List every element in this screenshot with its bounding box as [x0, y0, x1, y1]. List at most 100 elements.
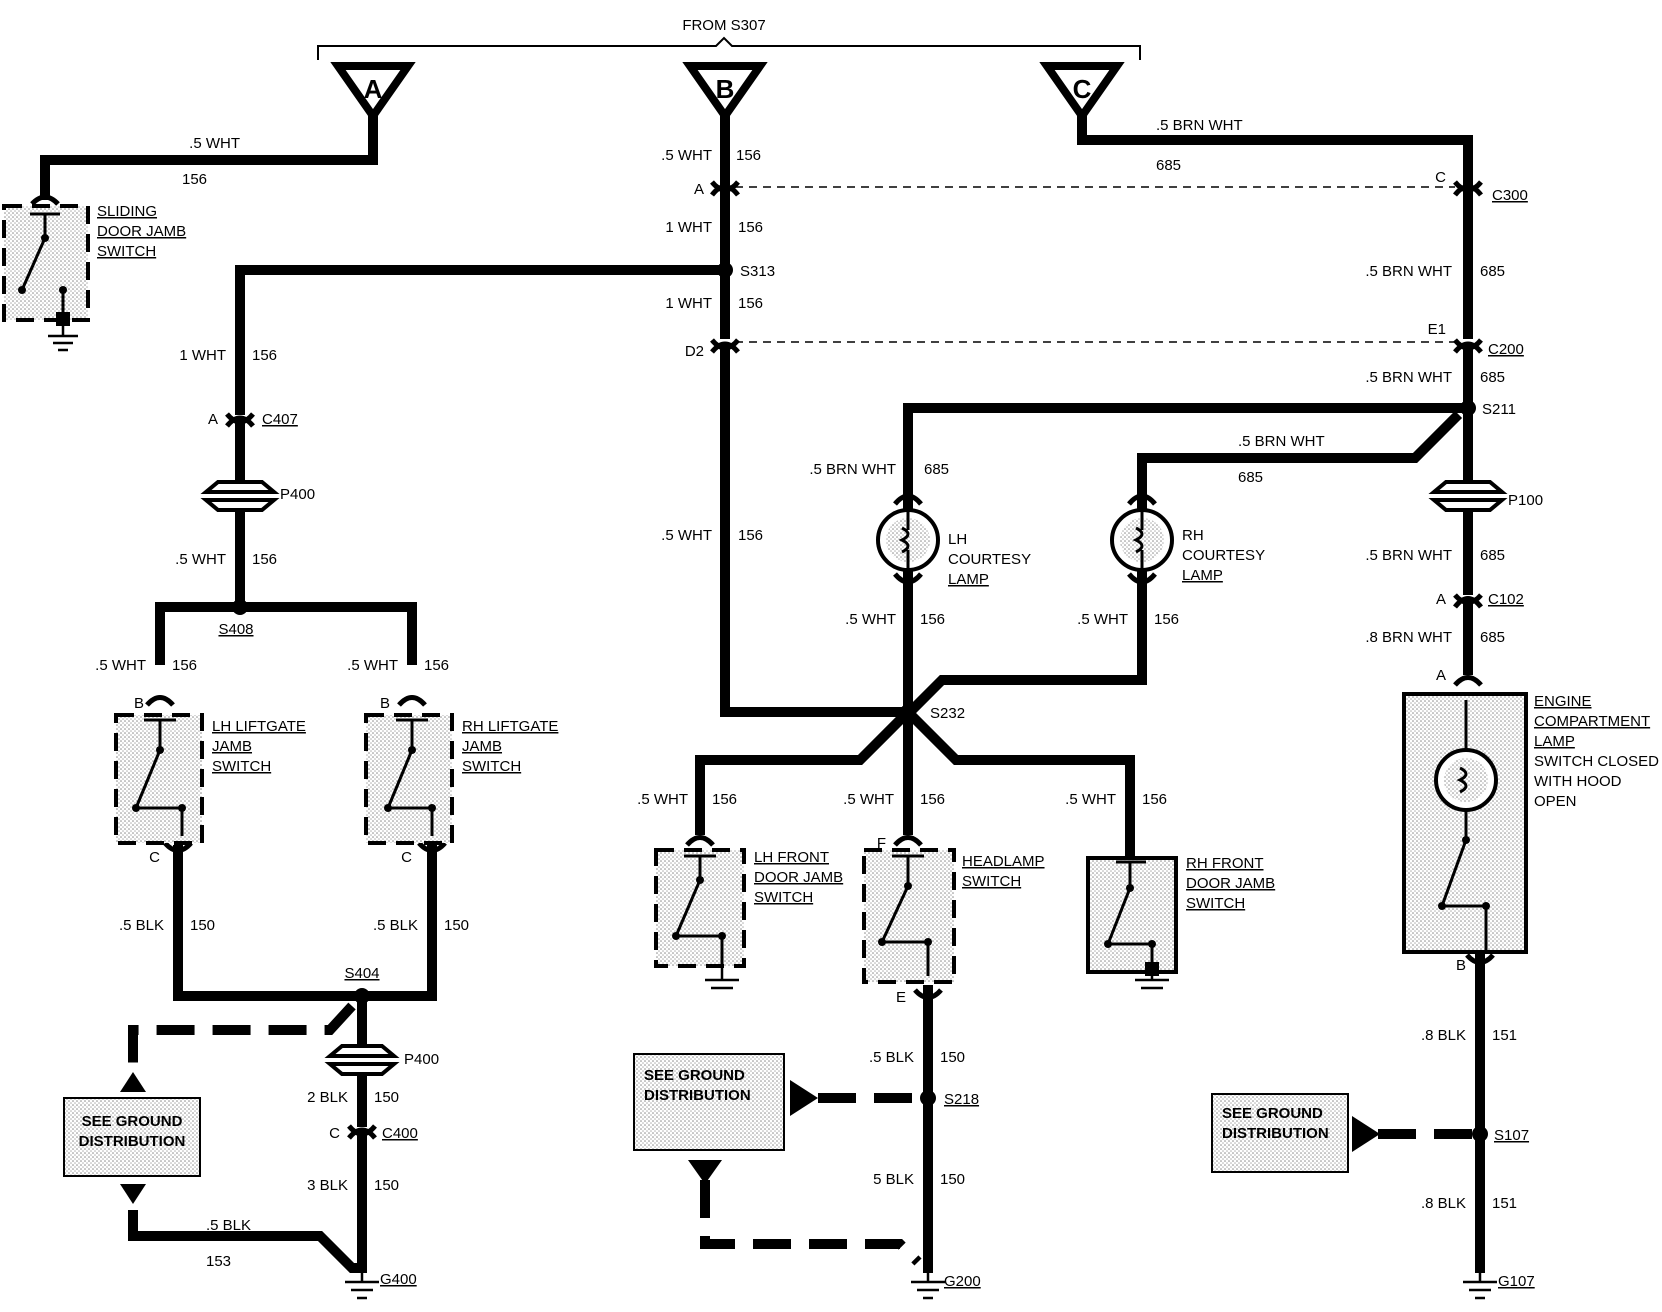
w-b-top: .5 WHT	[661, 147, 712, 164]
w-lhcourt-num: 156	[920, 611, 945, 628]
g400-label: G400	[380, 1271, 417, 1288]
eng-pin-b: B	[1456, 957, 1466, 974]
w-rhfront: .5 WHT	[1065, 791, 1116, 808]
w-3blk: 3 BLK	[307, 1177, 348, 1194]
c400-label: C400	[382, 1125, 418, 1142]
lh-lift-pin-b: B	[134, 695, 144, 712]
w-head: .5 WHT	[843, 791, 894, 808]
ground-dist-left: SEE GROUND DISTRIBUTION	[63, 1072, 201, 1204]
sliding-label-2: DOOR JAMB	[97, 223, 186, 240]
ground-dist-mid: SEE GROUND DISTRIBUTION	[633, 1053, 818, 1184]
engine-label-4: SWITCH CLOSED	[1534, 753, 1659, 770]
w-b-mid2-num: 156	[738, 295, 763, 312]
w-lh-lift-blk: .5 BLK	[119, 917, 164, 934]
c300-label: C300	[1492, 187, 1528, 204]
w-c-rh-num: 685	[1238, 469, 1263, 486]
w-a-top-num: 156	[182, 171, 207, 188]
p400b-plug: P400	[324, 1044, 439, 1076]
w-left-p400: .5 WHT	[175, 551, 226, 568]
w-left-p400-num: 156	[252, 551, 277, 568]
rh-court-label-2: COURTESY	[1182, 547, 1265, 564]
c400-pin: C	[329, 1125, 340, 1142]
ground-dist-right-1: SEE GROUND	[1222, 1105, 1323, 1122]
w-153: .5 BLK	[206, 1217, 251, 1234]
lh-lift-label-2: JAMB	[212, 738, 252, 755]
w-lh-lift: .5 WHT	[95, 657, 146, 674]
w-b-low-num: 156	[738, 527, 763, 544]
w-5blk-num: 150	[940, 1171, 965, 1188]
rh-front-door-jamb-switch: RH FRONT DOOR JAMB SWITCH	[1086, 855, 1275, 976]
w-2blk: 2 BLK	[307, 1089, 348, 1106]
lh-courtesy-lamp: LH COURTESY LAMP	[876, 508, 1031, 588]
rh-lift-label-2: JAMB	[462, 738, 502, 755]
w-eng-blk1: .8 BLK	[1421, 1027, 1466, 1044]
s107-node	[1472, 1126, 1488, 1142]
source-label: FROM S307	[682, 17, 765, 34]
c102-pin: A	[1436, 591, 1446, 608]
w-rh-lift-num: 156	[424, 657, 449, 674]
headlamp-label-1: HEADLAMP	[962, 853, 1045, 870]
w-rh-lift: .5 WHT	[347, 657, 398, 674]
w-b-mid1-num: 156	[738, 219, 763, 236]
eng-pin-a: A	[1436, 667, 1446, 684]
w-5blk: 5 BLK	[873, 1171, 914, 1188]
terminal-c: C	[1039, 62, 1125, 123]
engine-label-2: COMPARTMENT	[1534, 713, 1650, 730]
w-rhcourt: .5 WHT	[1077, 611, 1128, 628]
engine-compartment-lamp: ENGINE COMPARTMENT LAMP SWITCH CLOSED WI…	[1402, 692, 1659, 954]
engine-label-1: ENGINE	[1534, 693, 1592, 710]
w-left-1wht: 1 WHT	[179, 347, 226, 364]
headlamp-label-2: SWITCH	[962, 873, 1021, 890]
lh-liftgate-jamb-switch: LH LIFTGATE JAMB SWITCH	[114, 713, 306, 845]
w-b-top-num: 156	[736, 147, 761, 164]
w-eng-blk2-num: 151	[1492, 1195, 1517, 1212]
rh-lift-pin-b: B	[380, 695, 390, 712]
rh-lift-label-3: SWITCH	[462, 758, 521, 775]
w-c-top-num: 685	[1156, 157, 1181, 174]
w-c-top: .5 BRN WHT	[1156, 117, 1243, 134]
w-c-lh-num: 685	[924, 461, 949, 478]
w-c-s211: .5 BRN WHT	[1365, 369, 1452, 386]
w-c-s211-num: 685	[1480, 369, 1505, 386]
c300-pin: C	[1435, 169, 1446, 186]
sliding-label-1: SLIDING	[97, 203, 157, 220]
lh-front-label-3: SWITCH	[754, 889, 813, 906]
w-c-mid-num: 685	[1480, 263, 1505, 280]
lh-lift-label-3: SWITCH	[212, 758, 271, 775]
w-rh-lift-blk: .5 BLK	[373, 917, 418, 934]
w-eng-blk1-num: 151	[1492, 1027, 1517, 1044]
connector-labels: A D2 C C300 E1 C200 A C407 C C400 A C102…	[134, 169, 1535, 1290]
lh-court-label-3: LAMP	[948, 571, 989, 588]
g107-label: G107	[1498, 1273, 1535, 1290]
s313-label: S313	[740, 263, 775, 280]
s107-label: S107	[1494, 1127, 1529, 1144]
w-lh-lift-num: 156	[172, 657, 197, 674]
s211-label: S211	[1482, 401, 1516, 418]
engine-label-6: OPEN	[1534, 793, 1577, 810]
rh-lift-label-1: RH LIFTGATE	[462, 718, 558, 735]
p400-label: P400	[280, 486, 315, 503]
s404-label: S404	[344, 965, 379, 982]
rh-court-label-1: RH	[1182, 527, 1204, 544]
w-c-p100: .5 BRN WHT	[1365, 547, 1452, 564]
w-2blk-num: 150	[374, 1089, 399, 1106]
c200-pin: E1	[1428, 321, 1446, 338]
s404-node	[354, 988, 370, 1004]
w-lh-lift-blk-num: 150	[190, 917, 215, 934]
w-c-c102-num: 685	[1480, 629, 1505, 646]
s211-node	[1460, 400, 1476, 416]
s218-label: S218	[944, 1091, 979, 1108]
w-lhfront: .5 WHT	[637, 791, 688, 808]
rh-liftgate-jamb-switch: RH LIFTGATE JAMB SWITCH	[364, 713, 558, 845]
w-head-blk: .5 BLK	[869, 1049, 914, 1066]
terminal-a: A	[330, 62, 416, 123]
w-3blk-num: 150	[374, 1177, 399, 1194]
wires	[40, 111, 1485, 1273]
w-c-mid: .5 BRN WHT	[1365, 263, 1452, 280]
b-pin-a: A	[694, 181, 704, 198]
w-c-rh: .5 BRN WHT	[1238, 433, 1325, 450]
ground-symbols	[48, 320, 1497, 1300]
c407-pin: A	[208, 411, 218, 428]
w-b-mid2: 1 WHT	[665, 295, 712, 312]
